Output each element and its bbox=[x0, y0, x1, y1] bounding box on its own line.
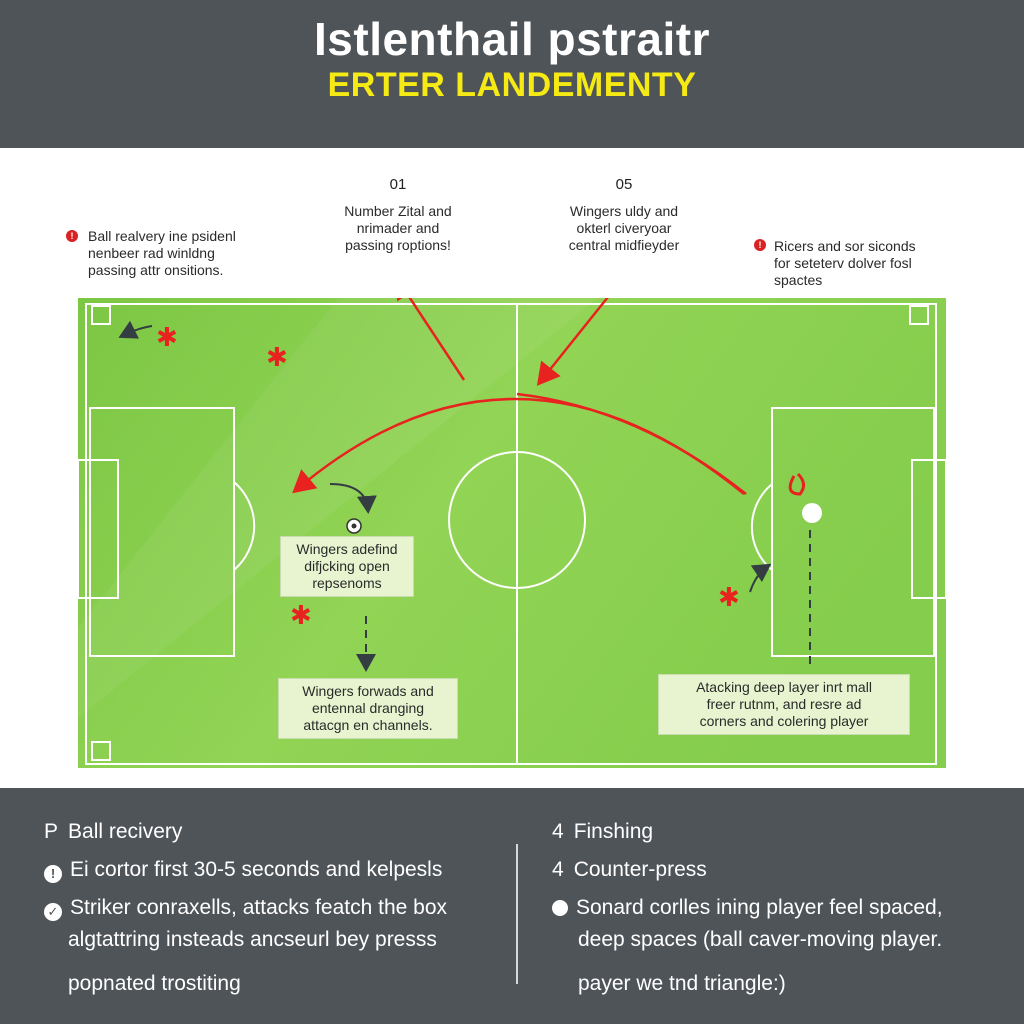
phase-letter: P bbox=[44, 820, 59, 843]
dark-arrow-right bbox=[749, 563, 772, 593]
list-item: algtattring insteads ancseurl bey presss bbox=[68, 928, 437, 951]
arrow-up-left bbox=[395, 298, 466, 381]
player-marker-icon: ✱ bbox=[156, 323, 178, 353]
footer-divider bbox=[516, 844, 518, 984]
rotate-arrow-icon bbox=[788, 472, 805, 496]
annotation-top-center-right: Wingers uldy and okterl civeryoar centra… bbox=[568, 203, 680, 253]
list-item: Sonard corlles ining player feel spaced, bbox=[552, 896, 943, 920]
step-number-01: 01 bbox=[389, 176, 407, 193]
annotation-top-center-left: Number Zital and nrimader and passing ro… bbox=[344, 203, 452, 253]
list-item: ✓Striker conraxells, attacks featch the … bbox=[44, 896, 447, 921]
dark-arrow-corner bbox=[118, 320, 153, 339]
red-arrows bbox=[292, 298, 747, 495]
pitch-drawing: ✱ ✱ ✱ ✱ bbox=[78, 298, 946, 768]
step-number-05: 05 bbox=[615, 176, 633, 193]
list-item: !Ei cortor first 30-5 seconds and kelpes… bbox=[44, 858, 442, 883]
dot-icon bbox=[552, 900, 568, 916]
list-item: popnated trostiting bbox=[68, 972, 241, 995]
warning-marker-icon: ! bbox=[66, 230, 78, 242]
page-title: Istlenthail pstraitr bbox=[314, 13, 710, 65]
arrow-curve-right bbox=[516, 392, 747, 495]
ball-white-icon bbox=[802, 503, 822, 523]
arrow-down-right bbox=[536, 298, 609, 386]
list-item: payer we tnd triangle:) bbox=[578, 972, 786, 995]
player-marker-icon: ✱ bbox=[290, 601, 312, 631]
list-item: deep spaces (ball caver-moving player. bbox=[578, 928, 943, 951]
annotation-top-left: Ball realvery ine psidenl nenbeer rad wi… bbox=[88, 228, 236, 278]
pitch-note-box: Atacking deep layer inrt mall freer rutn… bbox=[658, 674, 910, 735]
pitch-lines bbox=[78, 303, 946, 765]
phase-number: 4 bbox=[552, 858, 564, 881]
check-icon: ✓ bbox=[44, 903, 62, 921]
pitch-note-box: Wingers forwads and entennal dranging at… bbox=[278, 678, 458, 739]
warning-marker-icon: ! bbox=[754, 239, 766, 251]
player-marker-icon: ✱ bbox=[266, 343, 288, 373]
pitch-note-box: Wingers adefind difjcking open repsenoms bbox=[280, 536, 414, 597]
soccer-pitch: ✱ ✱ ✱ ✱ Wingers adefind difjcking open r… bbox=[78, 298, 946, 768]
phase-number: 4 bbox=[552, 820, 564, 843]
page-subtitle: ERTER LANDEMENTY bbox=[327, 66, 697, 104]
annotation-top-right: Ricers and sor siconds for seteterv dolv… bbox=[774, 238, 916, 288]
header: Istlenthail pstraitr ERTER LANDEMENTY bbox=[0, 0, 1024, 148]
dark-arrow-curve bbox=[329, 483, 377, 514]
info-icon: ! bbox=[44, 865, 62, 883]
player-marker-icon: ✱ bbox=[718, 583, 740, 613]
